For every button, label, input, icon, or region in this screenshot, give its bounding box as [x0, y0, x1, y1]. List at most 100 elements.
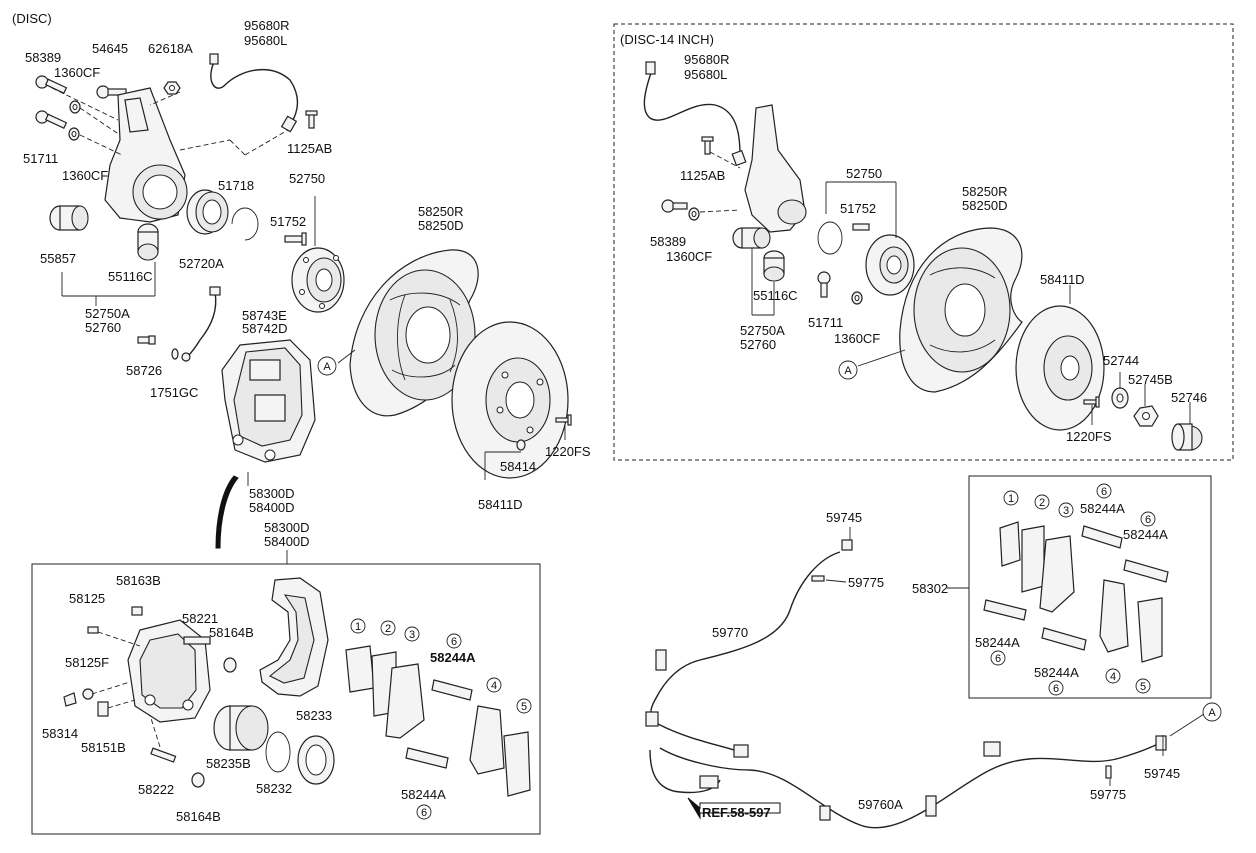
label-55857: 55857: [40, 251, 76, 266]
label-51711-left: 51711: [23, 151, 58, 166]
label-58163B: 58163B: [116, 573, 161, 588]
parking-brake-cables: [645, 527, 1205, 829]
label-58411D-right: 58411D: [1040, 272, 1085, 287]
label-58164B-b: 58164B: [176, 809, 221, 824]
circle-num-6-kit-a: 6: [1101, 486, 1107, 498]
label-58300D-left: 58300D: [249, 486, 295, 501]
label-1360CF-right-b: 1360CF: [834, 331, 880, 346]
label-58389-right: 58389: [650, 234, 686, 249]
circle-num-2-box: 2: [385, 623, 391, 635]
ref-58-597-label: REF.58-597: [702, 805, 771, 820]
label-52750A-left: 52750A: [85, 306, 130, 321]
pad-3-kit: [1039, 535, 1075, 613]
clip-6-kit-d: [1041, 627, 1087, 651]
svg-text:A: A: [844, 365, 852, 377]
circle-num-5-kit: 5: [1140, 681, 1146, 693]
label-52720A: 52720A: [179, 256, 224, 271]
caliper-assembly-left: [221, 339, 316, 463]
disc14-section-border: [613, 23, 1234, 461]
bolt-51711: [35, 110, 68, 129]
brake-hose-58743E: [181, 286, 221, 362]
speed-sensor-cable-right: [643, 69, 741, 156]
caliper-detail-box: [31, 563, 541, 835]
pad-3-box: [385, 663, 425, 739]
pad-kit-box: [968, 475, 1212, 699]
screw-1220FS-right: [1083, 396, 1100, 408]
label-58726: 58726: [126, 363, 162, 378]
screw-1220FS-left: [555, 414, 572, 426]
label-52746: 52746: [1171, 390, 1207, 405]
pad-shim-2-kit: [1021, 525, 1045, 593]
clip-6-kit-b: [1123, 559, 1169, 583]
circle-num-3-kit: 3: [1063, 505, 1069, 517]
nut-52745B: [1133, 405, 1159, 427]
right-knuckle-group: [643, 61, 1203, 451]
label-52744: 52744: [1103, 353, 1139, 368]
hub-52750-right: [865, 234, 915, 296]
cable-59760A: [659, 741, 1163, 829]
washer-52744: [1111, 387, 1129, 409]
circle-num-1-box: 1: [355, 621, 361, 633]
label-59760A: 59760A: [858, 797, 903, 812]
label-58414: 58414: [500, 459, 536, 474]
label-1751GC: 1751GC: [150, 385, 198, 400]
label-58400D-box: 58400D: [264, 534, 310, 549]
label-52760-right: 52760: [740, 337, 776, 352]
label-58300D-box: 58300D: [264, 520, 310, 535]
cap-52746: [1171, 423, 1203, 451]
label-58250R-left: 58250R: [418, 204, 464, 219]
snap-ring-51718: [231, 207, 259, 241]
label-1220FS-right: 1220FS: [1066, 429, 1112, 444]
label-59770: 59770: [712, 625, 748, 640]
label-51718: 51718: [218, 178, 254, 193]
label-59775-a: 59775: [848, 575, 884, 590]
label-58232: 58232: [256, 781, 292, 796]
stud-51752-right: [852, 223, 870, 231]
label-55116C-right: 55116C: [753, 288, 798, 303]
label-54645: 54645: [92, 41, 128, 56]
circle-num-6-box-a: 6: [451, 636, 457, 648]
pad-shim-1-box: [345, 645, 375, 693]
label-52750A-right: 52750A: [740, 323, 785, 338]
washer-1360CF-a: [69, 100, 81, 114]
snap-ring-right: [817, 221, 843, 255]
header-disc-14-inch: (DISC-14 INCH): [620, 32, 714, 47]
label-51752-right: 51752: [840, 201, 876, 216]
pad-4-kit: [1099, 579, 1129, 653]
circle-num-6-kit-c: 6: [995, 653, 1001, 665]
clip-6-kit-c: [983, 599, 1027, 621]
circle-num-1-kit: 1: [1008, 493, 1014, 505]
label-52745B: 52745B: [1128, 372, 1173, 387]
label-51711-right: 51711: [808, 315, 843, 330]
brake-rotor-left: [451, 321, 569, 479]
label-1360CF-left-b: 1360CF: [62, 168, 108, 183]
bolt-54645: [96, 85, 127, 99]
label-59745-a: 59745: [826, 510, 862, 525]
label-58151B: 58151B: [81, 740, 126, 755]
header-disc: (DISC): [12, 11, 52, 26]
bushing-55857: [49, 205, 89, 231]
label-58244A-box-a: 58244A: [430, 650, 476, 665]
clip-6-box-a: [431, 679, 473, 701]
label-58302: 58302: [912, 581, 948, 596]
label-58250R-right: 58250R: [962, 184, 1008, 199]
pad-kit-parts: [983, 483, 1169, 696]
washer-1360CF-right-a: [688, 207, 700, 221]
circle-num-6-box-b: 6: [421, 807, 427, 819]
label-58314: 58314: [42, 726, 78, 741]
label-58222: 58222: [138, 782, 174, 797]
label-58244A-kit-a: 58244A: [1080, 501, 1125, 516]
circle-num-4-kit: 4: [1110, 671, 1116, 683]
label-58250D-left: 58250D: [418, 218, 464, 233]
label-52760-left: 52760: [85, 320, 121, 335]
label-55116C-left: 55116C: [108, 269, 153, 284]
washer-58414: [516, 439, 526, 451]
stud-51752: [284, 232, 307, 246]
backing-plate-left: [349, 249, 481, 417]
caliper-bracket: [259, 577, 329, 697]
label-58244A-kit-c: 58244A: [975, 635, 1020, 650]
label-1125AB-right: 1125AB: [680, 168, 725, 183]
label-1220FS-left: 1220FS: [545, 444, 591, 459]
label-58400D-left: 58400D: [249, 500, 295, 515]
